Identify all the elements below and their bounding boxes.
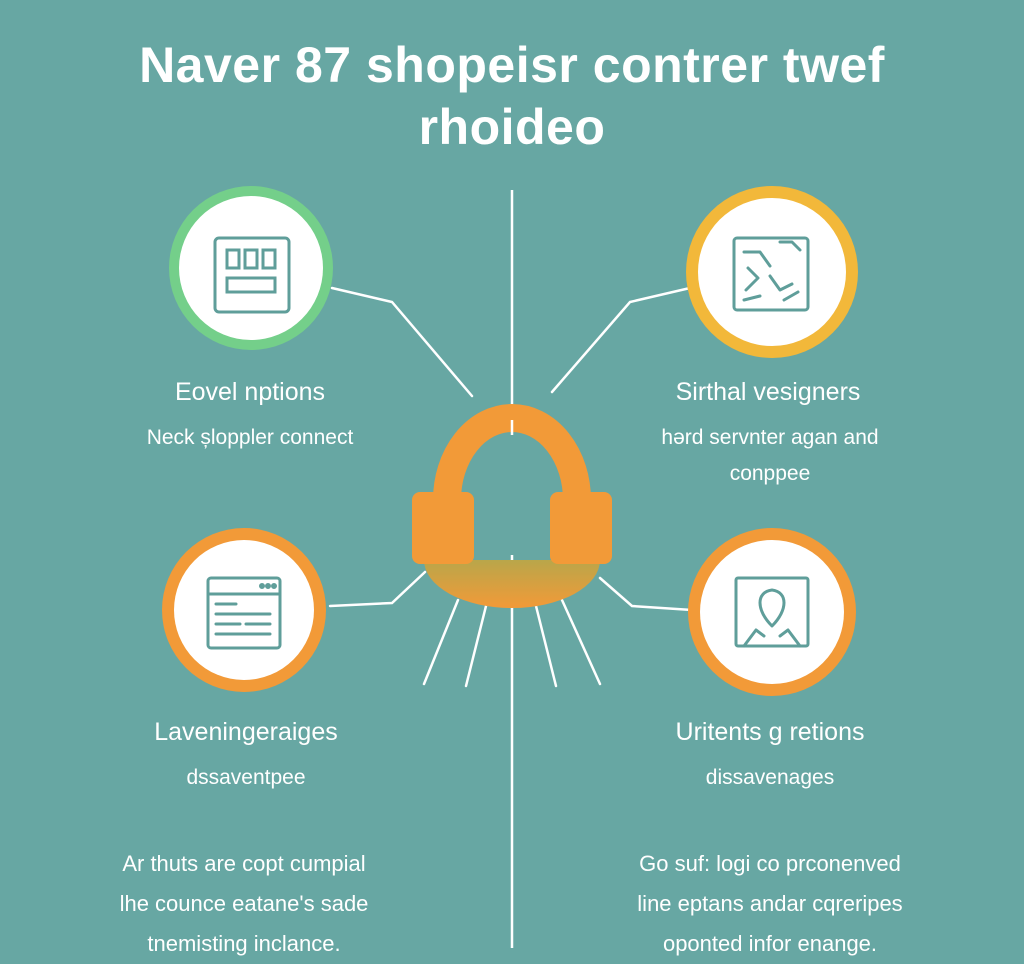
- sub-top-left: Neck șloppler connect: [90, 420, 410, 456]
- headphones-icon: [412, 404, 612, 608]
- node-top-right: [686, 186, 858, 358]
- footer-right-line-1: Go suf: logi co prconenved: [639, 851, 901, 876]
- sub-bottom-left: dssaventpee: [96, 760, 396, 796]
- footer-left-line-1: Ar thuts are copt cumpial: [122, 851, 366, 876]
- node-top-left: [169, 186, 333, 350]
- page-title: Naver 87 shopeisr contrer twef rhoideo: [0, 34, 1024, 158]
- footer-right: Go suf: logi co prconenved line eptans a…: [600, 844, 940, 964]
- connector-bottom-left: [328, 570, 427, 608]
- sub-top-right: hərd servnter agan and conppee: [600, 420, 940, 492]
- footer-right-line-3: oponted infor enange.: [662, 931, 878, 956]
- sub-top-right-line-1: hərd servnter agan and: [661, 426, 879, 449]
- label-top-left: Eovel nptions: [174, 378, 326, 406]
- node-bottom-left: [162, 528, 326, 692]
- browser-window-icon: [206, 576, 282, 650]
- connector-lines: [328, 286, 694, 688]
- connector-top-right: [550, 286, 692, 394]
- label-top-right: Sirthal vesigners: [675, 378, 861, 406]
- title-line-2: rhoideo: [418, 99, 606, 155]
- ray-2: [464, 604, 488, 688]
- label-bottom-right: Uritents g retions: [675, 718, 865, 746]
- sub-top-right-line-2: conppee: [729, 462, 811, 485]
- user-portrait-icon: [734, 576, 810, 648]
- connector-top-left: [330, 286, 474, 398]
- connector-bottom-right: [598, 576, 694, 612]
- footer-left-line-3: tnemisting inclance.: [147, 931, 341, 956]
- footer-left: Ar thuts are copt cumpial lhe counce eat…: [84, 844, 404, 964]
- label-bottom-left: Laveningeraiges: [154, 718, 338, 746]
- ray-4: [560, 598, 602, 686]
- sub-bottom-right-line-1: dissavenages: [705, 766, 835, 789]
- keyboard-panel-icon: [213, 236, 291, 314]
- footer-left-line-2: lhe counce eatane's sade: [119, 891, 369, 916]
- ray-1: [422, 598, 460, 686]
- sub-bottom-right: dissavenages: [620, 760, 920, 796]
- title-line-1: Naver 87 shopeisr contrer twef: [139, 37, 885, 93]
- ray-3: [534, 604, 558, 688]
- node-bottom-right: [688, 528, 856, 696]
- footer-right-line-2: line eptans andar cqreripes: [637, 891, 903, 916]
- circuit-map-icon: [732, 236, 810, 312]
- sub-top-left-line-1: Neck șloppler connect: [146, 426, 354, 449]
- sub-bottom-left-line-1: dssaventpee: [186, 766, 306, 789]
